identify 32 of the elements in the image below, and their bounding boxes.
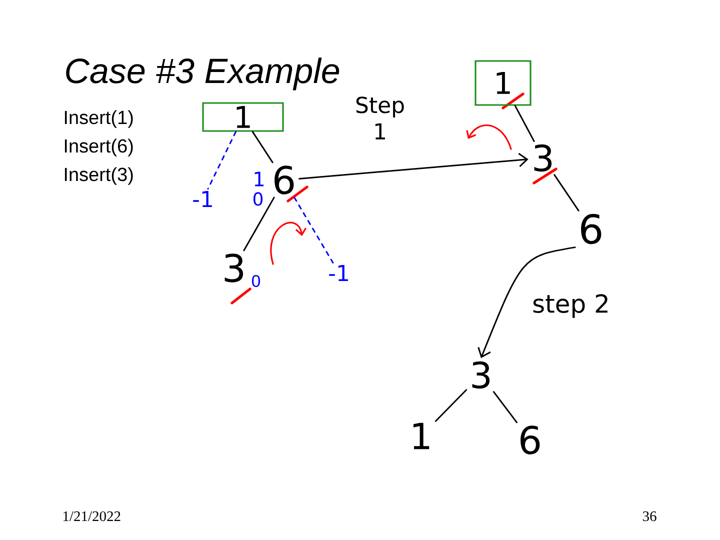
date-footer: 1/21/2022 xyxy=(63,511,120,522)
height-number: -1 xyxy=(193,190,212,208)
dashed-line xyxy=(207,131,237,190)
slide-title: Case #3 Example xyxy=(66,58,340,90)
step-arrow xyxy=(298,152,528,180)
node-number: 3 xyxy=(224,254,244,282)
step-arrow xyxy=(478,246,576,358)
height-number: -1 xyxy=(329,264,348,282)
node-box: 1 xyxy=(474,60,532,106)
node-box: 1 xyxy=(202,102,284,132)
node-number: 6 xyxy=(520,426,540,454)
tree-edge xyxy=(514,105,535,142)
node-number: 3 xyxy=(534,144,552,172)
list-item: Insert(1) xyxy=(64,110,133,128)
height-label: 0 xyxy=(253,192,263,206)
list-item: Insert(3) xyxy=(64,167,133,185)
node-number: 6 xyxy=(581,214,602,244)
height-label: 0 xyxy=(252,274,260,288)
list-item: Insert(6) xyxy=(64,138,133,156)
edge-label: step 2 xyxy=(533,294,608,318)
dashed-line xyxy=(294,196,334,264)
node-number: 6 xyxy=(274,166,294,194)
tree-edge xyxy=(434,389,468,422)
tree-edge xyxy=(252,131,274,164)
page-number: 36 xyxy=(643,511,656,522)
height-label: 1 xyxy=(254,172,264,186)
node-number: 1 xyxy=(414,422,430,450)
tree-edge xyxy=(492,391,518,424)
tree-edge xyxy=(554,174,580,212)
tree-edge xyxy=(243,196,275,252)
node-number: 3 xyxy=(472,361,490,389)
edge-label: Step 1 xyxy=(356,96,404,140)
